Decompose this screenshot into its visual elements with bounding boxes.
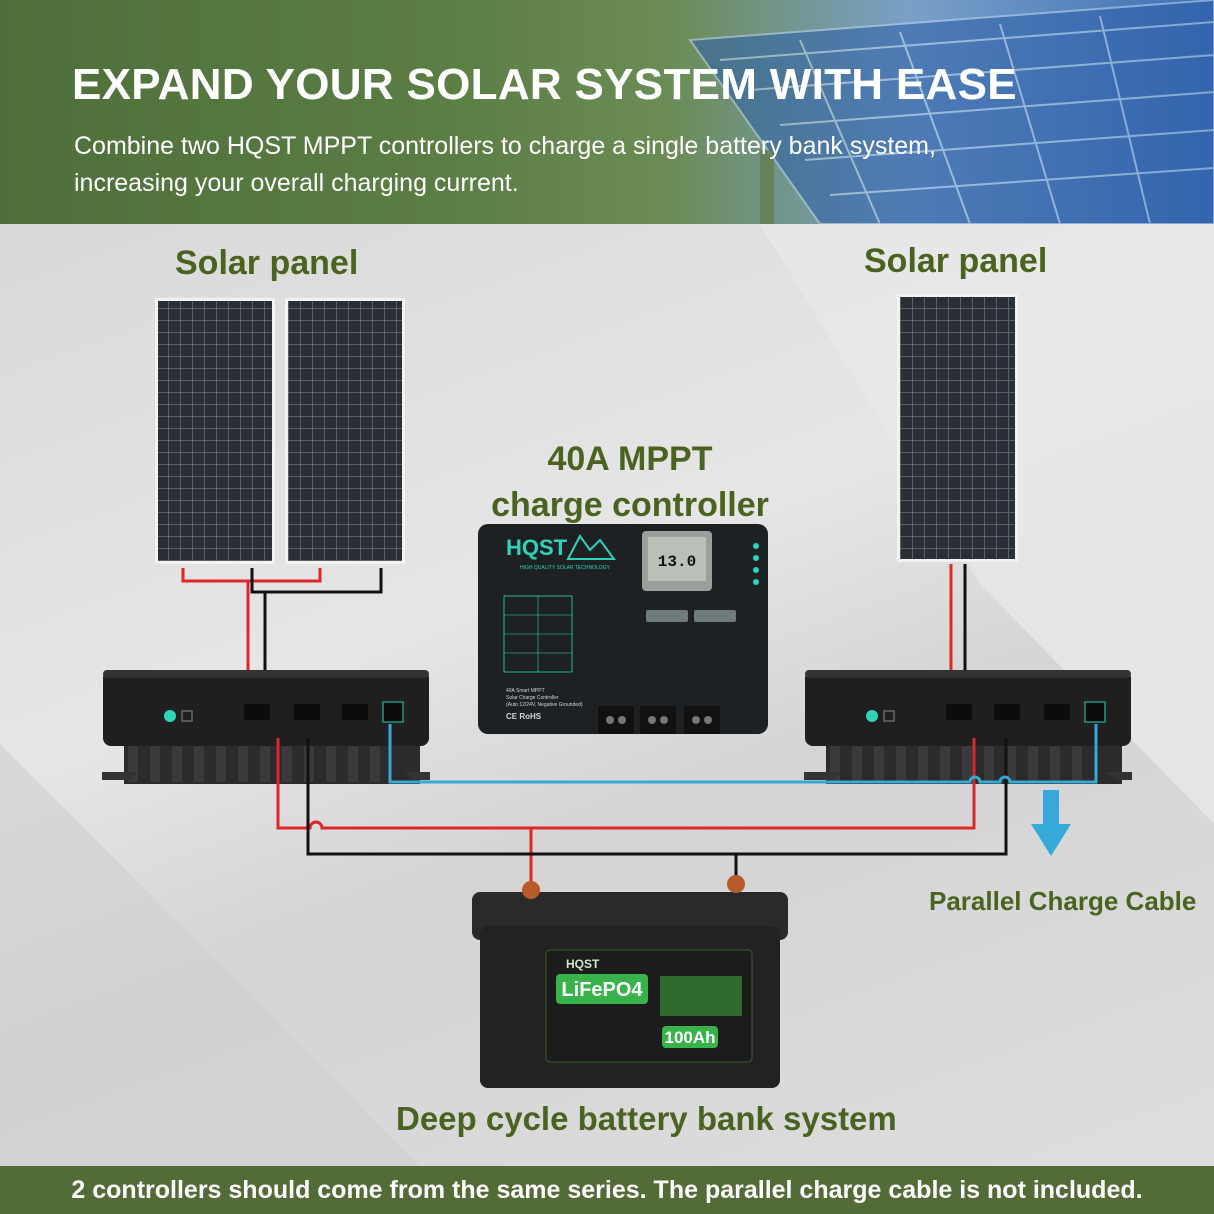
label-parallel-charge-cable: Parallel Charge Cable (929, 886, 1197, 916)
controller-terminals (598, 706, 720, 734)
model-sub2: (Auto 12/24V, Negative Grounded) (506, 702, 583, 708)
diagram-area: 13.0 HQST HIGH QUALITY SOLAR TECHNOLOGY … (0, 224, 1214, 1166)
model-text: 40A Smart MPPT (506, 688, 545, 694)
solar-panel-left-1 (155, 298, 275, 564)
controller-tagline: HIGH QUALITY SOLAR TECHNOLOGY (520, 565, 611, 571)
subtitle-line-1: Combine two HQST MPPT controllers to cha… (74, 132, 936, 160)
label-battery-bank: Deep cycle battery bank system (396, 1100, 897, 1137)
battery-capacity: 100Ah (664, 1028, 715, 1047)
controller-button-menu[interactable] (646, 610, 688, 622)
label-solar-panel-right: Solar panel (864, 242, 1048, 280)
charge-controller-front-view: 13.0 HQST HIGH QUALITY SOLAR TECHNOLOGY … (478, 524, 768, 734)
mountain-logo-icon (566, 534, 616, 560)
charge-controller-right (804, 670, 1132, 784)
wiring-diagram: 13.0 HQST HIGH QUALITY SOLAR TECHNOLOGY … (0, 224, 1214, 1166)
label-solar-panel-left: Solar panel (175, 244, 359, 282)
spec-table-grid (504, 596, 572, 672)
parallel-charge-cable (388, 724, 1098, 784)
charge-controller-left (102, 670, 430, 784)
battery-chemistry: LiFePO4 (561, 979, 643, 1001)
battery-brand-logo: HQST (566, 957, 600, 971)
model-sub: Solar Charge Controller (506, 695, 559, 701)
controller-button-row (646, 610, 736, 622)
solar-panel-right (897, 294, 1018, 562)
controller-button-enter[interactable] (694, 610, 736, 622)
banner-solar-array-graphic (688, 0, 1214, 224)
subtitle-line-2: increasing your overall charging current… (74, 169, 519, 197)
header-banner: EXPAND YOUR SOLAR SYSTEM WITH EASE Combi… (0, 0, 1214, 224)
parallel-cable-arrow-icon (1031, 790, 1071, 856)
bg-shading-left (0, 744, 420, 1166)
page-subtitle: Combine two HQST MPPT controllers to cha… (74, 128, 1074, 202)
footer-note: 2 controllers should come from the same … (0, 1166, 1214, 1214)
page-title: EXPAND YOUR SOLAR SYSTEM WITH EASE (72, 60, 1017, 109)
label-mppt-line-1: 40A MPPT (547, 440, 713, 478)
cert-marks: CE RoHS (506, 712, 542, 721)
label-mppt-controller: 40A MPPT charge controller (470, 436, 790, 528)
controller-brand-logo: HQST (506, 535, 568, 560)
lcd-readout: 13.0 (658, 553, 696, 571)
battery: LiFePO4 HQST 100Ah (472, 875, 788, 1088)
label-mppt-line-2: charge controller (491, 486, 769, 524)
solar-panel-left-2 (285, 298, 405, 564)
